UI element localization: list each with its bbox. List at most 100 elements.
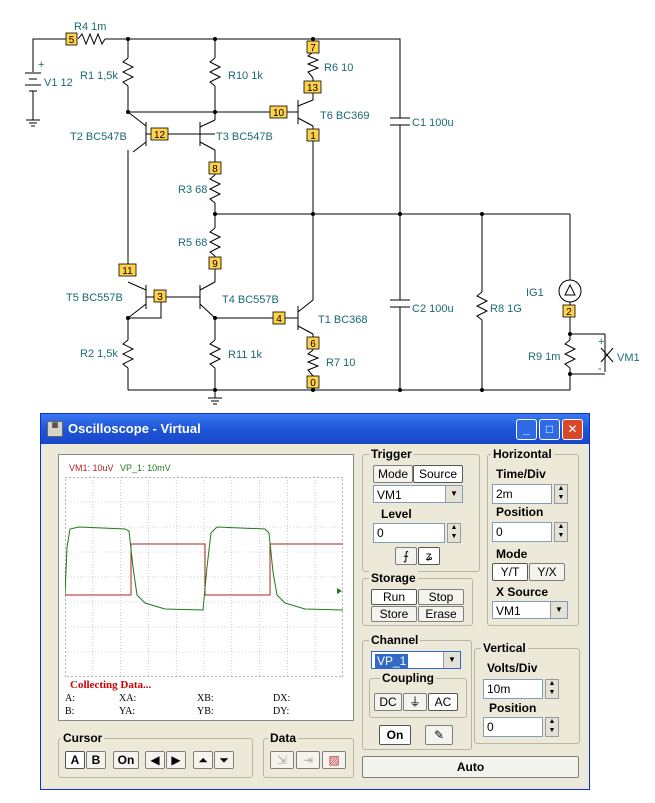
trigger-falling-icon[interactable]: ʑ	[418, 547, 440, 565]
resistor-r4	[77, 32, 106, 46]
trigger-mode-button[interactable]: Mode	[373, 465, 413, 483]
export-icon[interactable]: ⇥	[296, 751, 320, 769]
label-r1: R1 1,5k	[80, 70, 118, 82]
cursor-on-button[interactable]: On	[113, 751, 139, 769]
svg-text:1: 1	[310, 131, 316, 142]
minimize-button[interactable]: _	[516, 419, 537, 440]
trigger-rising-icon[interactable]: ⨍	[395, 547, 417, 565]
x-source-select[interactable]: VM1 ▼	[492, 601, 568, 619]
ground-coupling-button[interactable]: ⏚	[403, 693, 427, 711]
label-t1: T1 BC368	[318, 314, 368, 326]
cursor-dx-readout: DX:	[273, 693, 291, 704]
status-text: Collecting Data...	[70, 679, 152, 691]
vm-minus: -	[598, 363, 602, 375]
svg-text:13: 13	[307, 83, 319, 94]
cursor-b-readout: B:	[65, 706, 75, 717]
title-bar[interactable]: ▦ Oscilloscope - Virtual _ □ ✕	[41, 414, 589, 444]
svg-text:0: 0	[310, 378, 316, 389]
probe-icon[interactable]: ✎	[425, 725, 453, 745]
clear-data-icon[interactable]: ▨	[322, 751, 346, 769]
node-5: 5	[65, 32, 78, 46]
scope-display	[65, 477, 343, 677]
label-vm1: VM1	[617, 352, 640, 364]
trigger-group: Trigger Mode Source VM1 ▼ Level 0 ▲▼ ⨍ ʑ	[362, 447, 480, 572]
close-button[interactable]: ✕	[562, 419, 583, 440]
label-t6: T6 BC369	[320, 110, 370, 122]
trigger-source-select[interactable]: VM1 ▼	[373, 485, 463, 503]
dc-coupling-button[interactable]: DC	[374, 693, 402, 711]
maximize-button[interactable]: □	[539, 419, 560, 440]
svg-text:9: 9	[212, 259, 218, 270]
node-10: 10	[269, 105, 288, 119]
chevron-down-icon[interactable]: ▼	[550, 602, 567, 618]
svg-text:4: 4	[276, 314, 282, 325]
trigger-level-spinner[interactable]: ▲▼	[447, 523, 461, 543]
vm-plus: +	[598, 336, 604, 348]
svg-text:7: 7	[310, 43, 316, 54]
node-9: 9	[208, 256, 222, 270]
cursor-group: Cursor A B On ◀ ▶ ⏶ ⏷	[58, 731, 253, 778]
channel-select[interactable]: VP_1 ▼	[371, 651, 461, 669]
trigger-source-button[interactable]: Source	[413, 465, 463, 483]
scope-screen[interactable]: VM1: 10uV VP_1: 10mV Collecting Data... …	[58, 454, 354, 721]
transistor-t2	[127, 111, 215, 153]
import-icon[interactable]: ⇲	[270, 751, 294, 769]
node-3: 3	[153, 289, 167, 303]
app-icon: ▦	[47, 421, 63, 437]
volts-div-input[interactable]: 10m	[483, 679, 543, 699]
node-13: 13	[303, 80, 322, 94]
storage-title: Storage	[369, 571, 418, 585]
cursor-title: Cursor	[61, 731, 105, 745]
time-div-input[interactable]: 2m	[492, 484, 552, 504]
svg-text:6: 6	[310, 339, 316, 350]
svg-text:3: 3	[157, 292, 163, 303]
store-button[interactable]: Store	[371, 606, 417, 622]
ch2-trace	[65, 526, 343, 611]
cursor-up-icon[interactable]: ⏶	[193, 751, 213, 769]
cursor-b-button[interactable]: B	[86, 751, 106, 769]
erase-button[interactable]: Erase	[418, 606, 464, 622]
vertical-position-label: Position	[489, 701, 537, 715]
cursor-down-icon[interactable]: ⏷	[214, 751, 234, 769]
cursor-yb-readout: YB:	[197, 706, 214, 717]
horizontal-position-input[interactable]: 0	[492, 522, 552, 542]
mode-yx-button[interactable]: Y/X	[529, 563, 565, 581]
label-r9: R9 1m	[528, 351, 560, 363]
vertical-group: Vertical Volts/Div 10m ▲▼ Position 0 ▲▼	[474, 641, 580, 744]
node-6: 6	[306, 336, 320, 350]
label-ig1: IG1	[526, 287, 544, 299]
volts-div-spinner[interactable]: ▲▼	[545, 679, 559, 699]
cursor-a-button[interactable]: A	[65, 751, 85, 769]
svg-text:12: 12	[154, 130, 166, 141]
data-group: Data ⇲ ⇥ ▨	[263, 731, 354, 778]
trigger-level-input[interactable]: 0	[373, 523, 445, 543]
horizontal-title: Horizontal	[491, 447, 554, 461]
oscilloscope-window: ▦ Oscilloscope - Virtual _ □ ✕ VM1: 10uV…	[40, 413, 590, 790]
node-11: 11	[118, 263, 137, 277]
cursor-left-icon[interactable]: ◀	[145, 751, 165, 769]
mode-yt-button[interactable]: Y/T	[492, 563, 528, 581]
channel-on-button[interactable]: On	[379, 725, 411, 745]
cursor-dy-readout: DY:	[273, 706, 290, 717]
node-2: 2	[562, 304, 576, 318]
chevron-down-icon[interactable]: ▼	[445, 486, 462, 502]
svg-text:8: 8	[212, 164, 218, 175]
horizontal-position-spinner[interactable]: ▲▼	[554, 522, 568, 542]
transistor-t3	[199, 119, 216, 151]
storage-group: Storage Run Stop Store Erase	[362, 571, 473, 626]
cursor-ya-readout: YA:	[119, 706, 136, 717]
vertical-position-input[interactable]: 0	[483, 717, 543, 737]
svg-text:11: 11	[122, 266, 133, 277]
ac-coupling-button[interactable]: AC	[428, 693, 458, 711]
cursor-xb-readout: XB:	[197, 693, 214, 704]
stop-button[interactable]: Stop	[418, 589, 464, 605]
cursor-right-icon[interactable]: ▶	[166, 751, 186, 769]
vertical-position-spinner[interactable]: ▲▼	[545, 717, 559, 737]
battery-v1	[25, 72, 41, 92]
time-div-spinner[interactable]: ▲▼	[554, 484, 568, 504]
svg-text:2: 2	[566, 307, 572, 318]
chevron-down-icon[interactable]: ▼	[443, 652, 460, 668]
run-button[interactable]: Run	[371, 589, 417, 605]
time-div-label: Time/Div	[496, 467, 546, 481]
auto-button[interactable]: Auto	[362, 756, 579, 778]
